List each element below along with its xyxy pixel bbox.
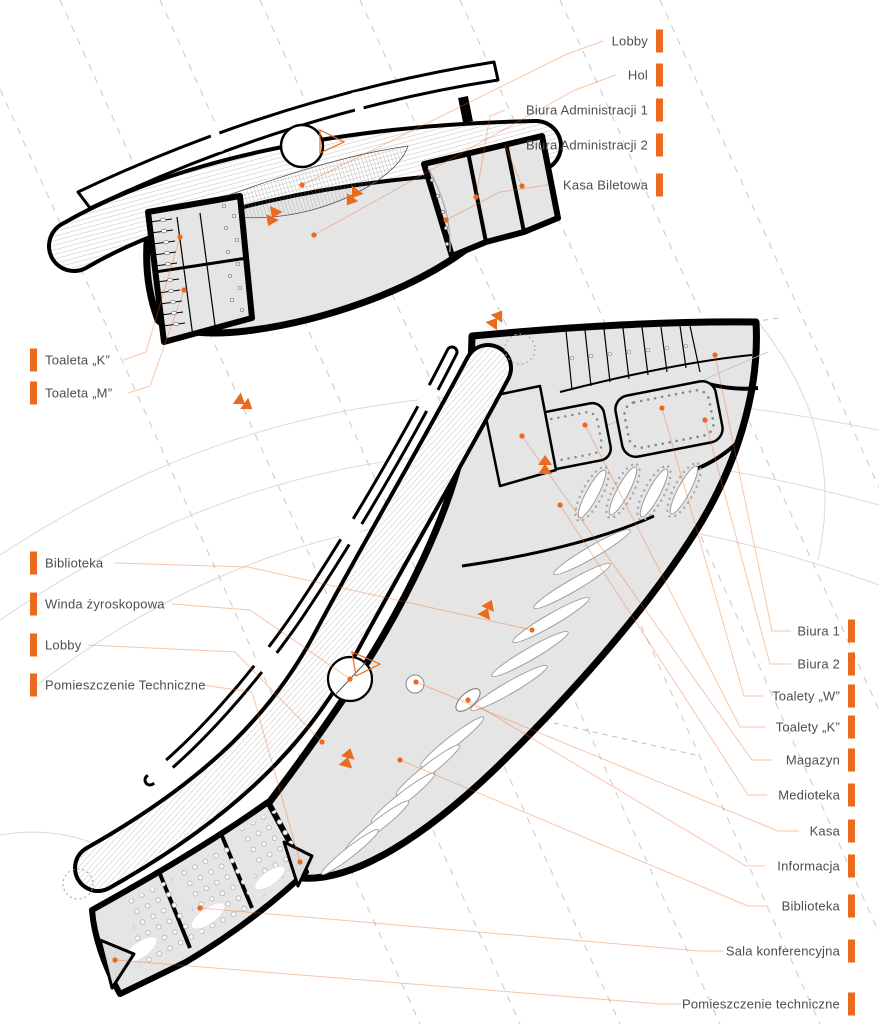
label-text: Biura Administracji 2 bbox=[526, 137, 648, 153]
upper-toilet-block bbox=[145, 193, 255, 345]
label-text: Lobby bbox=[45, 637, 82, 653]
label-toalety-k: Toalety „K” bbox=[775, 715, 855, 739]
label-pomieszczenie-techniczne-right: Pomieszczenie techniczne bbox=[682, 992, 855, 1016]
label-text: Biura 1 bbox=[797, 623, 840, 639]
label-bar bbox=[656, 133, 663, 157]
label-text: Informacja bbox=[777, 858, 840, 874]
label-winda-zyroskopowa: Winda żyroskopowa bbox=[30, 592, 165, 616]
lower-plan bbox=[62, 318, 769, 997]
lower-cell-row bbox=[559, 325, 753, 393]
label-bar bbox=[30, 551, 37, 575]
upper-plan bbox=[47, 60, 563, 345]
label-text: Pomieszczenie Techniczne bbox=[45, 677, 206, 693]
label-bar bbox=[656, 29, 663, 53]
label-bar bbox=[30, 381, 37, 405]
label-text: Hol bbox=[627, 67, 648, 83]
gyro-elevator-upper bbox=[279, 123, 346, 169]
label-kasa: Kasa bbox=[809, 819, 855, 843]
label-text: Toaleta „K” bbox=[45, 352, 111, 368]
label-bar bbox=[848, 684, 855, 708]
label-biura-2: Biura 2 bbox=[797, 652, 855, 676]
label-bar bbox=[848, 992, 855, 1016]
label-text: Biblioteka bbox=[781, 898, 840, 914]
label-bar bbox=[848, 783, 855, 807]
label-medioteka: Medioteka bbox=[778, 783, 855, 807]
label-hol: Hol bbox=[627, 63, 663, 87]
label-bar bbox=[848, 652, 855, 676]
label-bar bbox=[848, 715, 855, 739]
medioteka-tables bbox=[574, 461, 702, 523]
label-text: Toalety „W” bbox=[772, 688, 840, 704]
label-bar bbox=[848, 619, 855, 643]
label-bar bbox=[656, 173, 663, 197]
label-text: Pomieszczenie techniczne bbox=[682, 996, 840, 1012]
label-bar bbox=[30, 592, 37, 616]
label-bar bbox=[30, 633, 37, 657]
label-biblioteka-right: Biblioteka bbox=[781, 894, 855, 918]
room-lobby-upper bbox=[194, 145, 409, 219]
label-lobby-upper: Lobby bbox=[611, 29, 663, 53]
room-magazyn bbox=[480, 384, 558, 488]
label-text: Biura 2 bbox=[797, 656, 840, 672]
label-pomieszczenie-techniczne-left: Pomieszczenie Techniczne bbox=[30, 673, 206, 697]
label-toaleta-m: Toaleta „M” bbox=[30, 381, 113, 405]
label-biura-administracji-1: Biura Administracji 1 bbox=[526, 98, 663, 122]
survey-circles bbox=[62, 333, 536, 900]
label-informacja: Informacja bbox=[777, 854, 855, 878]
label-bar bbox=[656, 98, 663, 122]
label-lobby-lower: Lobby bbox=[30, 633, 82, 657]
label-text: Sala konferencyjna bbox=[725, 943, 840, 959]
label-bar bbox=[848, 939, 855, 963]
label-text: Kasa Biletowa bbox=[563, 177, 648, 193]
label-bar bbox=[848, 748, 855, 772]
label-bar bbox=[848, 894, 855, 918]
label-text: Medioteka bbox=[778, 787, 840, 803]
label-magazyn: Magazyn bbox=[785, 748, 855, 772]
label-bar bbox=[848, 854, 855, 878]
bookshelves bbox=[321, 528, 631, 875]
lower-main-wing bbox=[258, 318, 760, 882]
lower-outer-strip bbox=[143, 345, 459, 787]
label-text: Winda żyroskopowa bbox=[45, 596, 165, 612]
label-toaleta-k: Toaleta „K” bbox=[30, 348, 111, 372]
label-toalety-w: Toalety „W” bbox=[772, 684, 855, 708]
label-kasa-biletowa: Kasa Biletowa bbox=[563, 173, 663, 197]
label-text: Kasa bbox=[809, 823, 840, 839]
lower-toilet-rooms bbox=[526, 380, 724, 473]
label-bar bbox=[30, 348, 37, 372]
label-biura-administracji-2: Biura Administracji 2 bbox=[526, 133, 663, 157]
label-bar bbox=[656, 63, 663, 87]
label-text: Biura Administracji 1 bbox=[526, 102, 648, 118]
label-text: Toalety „K” bbox=[775, 719, 840, 735]
upper-tube-corridor bbox=[47, 119, 563, 273]
technical-rooms bbox=[98, 840, 314, 990]
label-bar bbox=[30, 673, 37, 697]
label-biblioteka-left: Biblioteka bbox=[30, 551, 104, 575]
room-marker-dots bbox=[112, 182, 718, 963]
label-text: Lobby bbox=[611, 33, 648, 49]
label-text: Toaleta „M” bbox=[45, 385, 113, 401]
lower-corridor bbox=[73, 343, 513, 893]
label-text: Biblioteka bbox=[45, 555, 104, 571]
leader-lines bbox=[87, 40, 799, 1005]
entrance-arrow-icon bbox=[485, 306, 508, 331]
label-biura-1: Biura 1 bbox=[797, 619, 855, 643]
label-sala-konferencyjna: Sala konferencyjna bbox=[725, 939, 855, 963]
label-bar bbox=[848, 819, 855, 843]
label-text: Magazyn bbox=[785, 752, 840, 768]
